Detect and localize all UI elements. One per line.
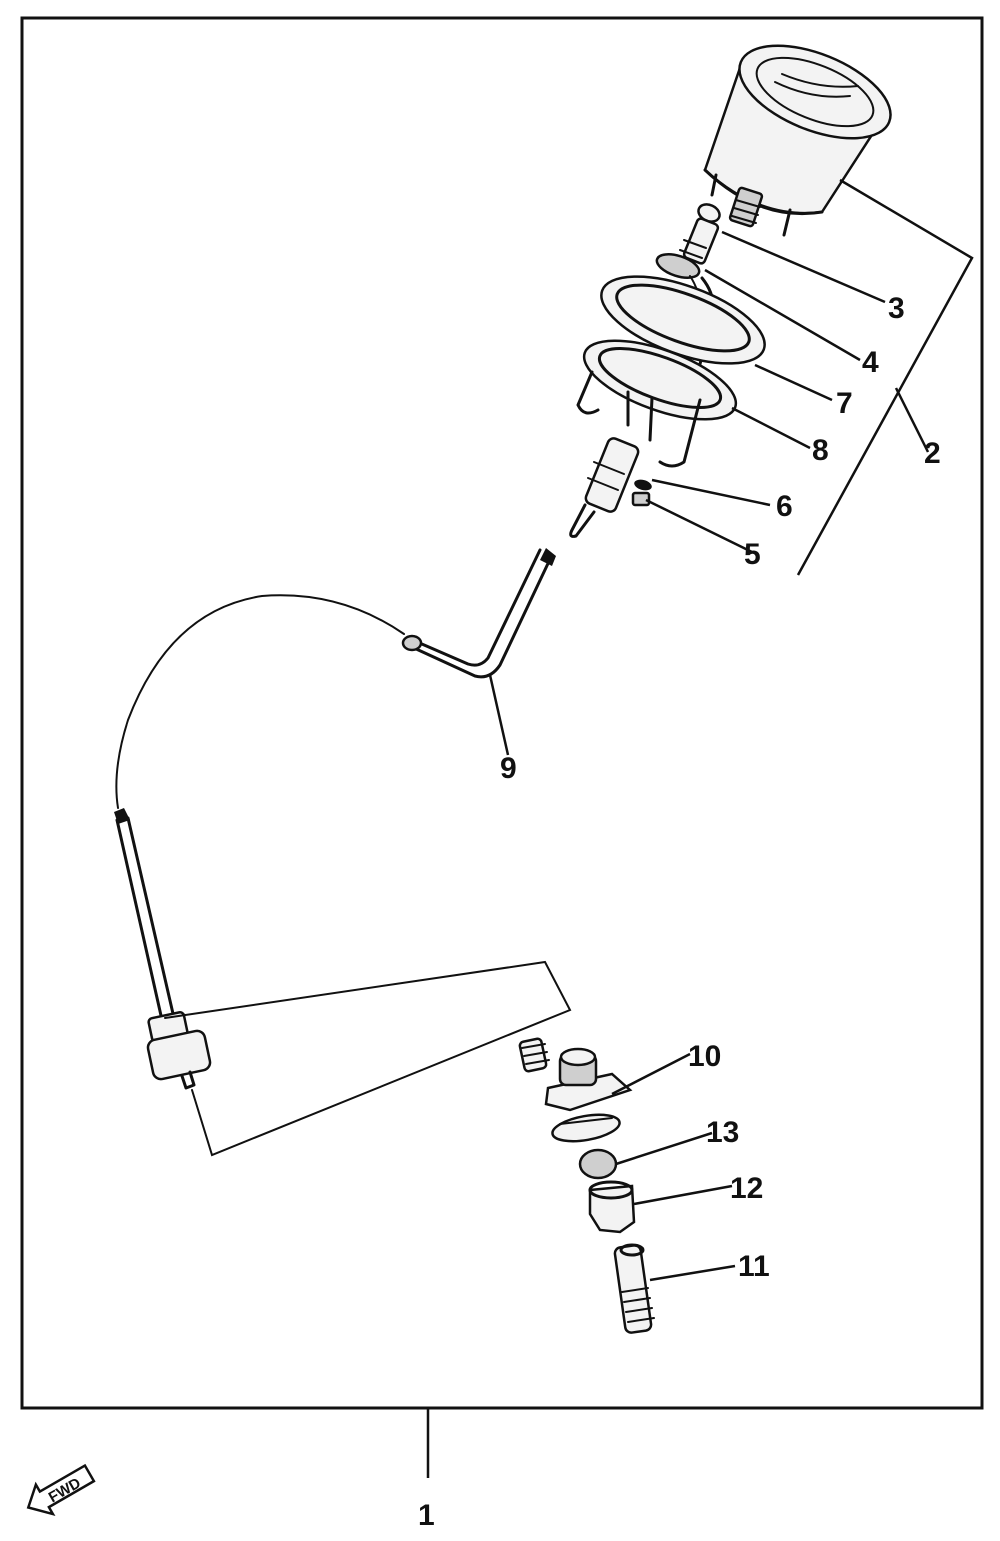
speedometer-assembly (703, 44, 892, 237)
cable-to-gear-line (164, 960, 572, 1157)
label-part-13: 13 (706, 1116, 739, 1149)
fwd-arrow-icon: FWD (26, 1463, 96, 1517)
label-part-4: 4 (862, 346, 879, 379)
label-part-11: 11 (738, 1250, 770, 1283)
label-part-8: 8 (812, 434, 829, 467)
part-labels: 3 4 7 2 8 6 5 9 10 13 12 11 1 (418, 292, 941, 1532)
label-part-7: 7 (836, 387, 853, 420)
diagram-frame (20, 16, 984, 1410)
label-part-9: 9 (500, 752, 517, 785)
meter-cable-fitting (569, 437, 640, 538)
meter-gear-unit (518, 1037, 655, 1334)
label-part-12: 12 (730, 1172, 763, 1205)
label-part-10: 10 (688, 1040, 721, 1073)
label-part-1: 1 (418, 1499, 435, 1532)
speedometer-cable (114, 548, 556, 1090)
label-part-2: 2 (924, 437, 941, 470)
washer-and-nut (631, 479, 652, 507)
label-part-3: 3 (888, 292, 905, 325)
label-part-6: 6 (776, 490, 793, 523)
leader-lines (426, 178, 974, 1478)
meter-cushion-and-bracket (576, 275, 766, 468)
leader-9 (488, 674, 510, 756)
label-part-5: 5 (744, 538, 761, 571)
